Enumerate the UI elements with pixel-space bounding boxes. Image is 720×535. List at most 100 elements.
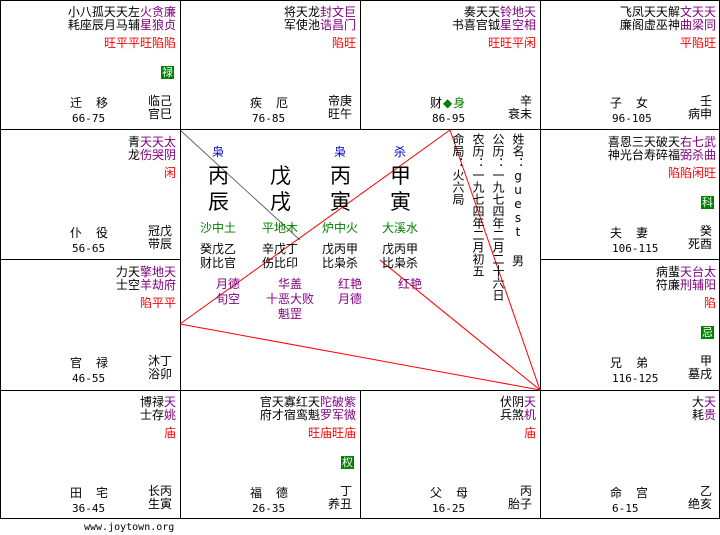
daxian-range: 66-75 bbox=[72, 112, 106, 125]
nayin-2: 炉中火 bbox=[322, 221, 359, 235]
star-char: 辅 bbox=[127, 18, 140, 32]
star-char: 封 bbox=[319, 5, 332, 19]
dizhi-1: 戌 bbox=[270, 190, 291, 214]
star-char: 才 bbox=[271, 408, 284, 422]
dizhi-2: 寅 bbox=[330, 190, 351, 214]
star-char: 右 bbox=[679, 135, 692, 149]
palace-name: 田 宅 bbox=[70, 486, 110, 500]
stars-row-a: 小八孤天天左火贪廉 bbox=[68, 6, 176, 19]
cangshen-1: 伤比印 bbox=[262, 256, 299, 270]
star-char: 文 bbox=[331, 5, 344, 19]
star-char: 将 bbox=[283, 5, 296, 19]
changsheng-gan: 乙 bbox=[699, 484, 712, 498]
sanfang-line-1 bbox=[179, 323, 541, 391]
stars-row-a: 将天龙封文巨 bbox=[284, 6, 356, 19]
stars-row-a: 伏阴天 bbox=[500, 396, 536, 409]
stars-row-a: 官天寡红天陀破紫 bbox=[260, 396, 356, 409]
nayin-0: 沙中土 bbox=[200, 221, 237, 235]
star-char: 星 bbox=[499, 18, 512, 32]
star-char: 恩 bbox=[619, 135, 632, 149]
brightness-row: 闲 bbox=[163, 166, 176, 180]
brightness-row: 平陷旺 bbox=[679, 36, 716, 50]
star-char: 贞 bbox=[163, 18, 176, 32]
info-info_col3: 公历：一九七四年二月二十六日 bbox=[491, 133, 505, 301]
star-char: 官 bbox=[475, 18, 488, 32]
daxian-range: 96-105 bbox=[612, 112, 652, 125]
palace-name: 子 女 bbox=[610, 96, 650, 110]
star-char: 天 bbox=[643, 135, 656, 149]
stars-row-a: 奏天天铃地天 bbox=[464, 6, 536, 19]
star-char: 天 bbox=[523, 5, 536, 19]
info-info_col4: 姓名：guest bbox=[511, 133, 525, 239]
star-char: 天 bbox=[655, 5, 668, 19]
stars-row-b: 符廉刑辅阳 bbox=[656, 279, 716, 292]
dizhi-0: 辰 bbox=[208, 190, 229, 214]
tiangan-3: 甲 bbox=[390, 164, 411, 188]
star-char: 三 bbox=[631, 135, 644, 149]
canggan-1: 辛戊丁 bbox=[262, 242, 299, 256]
star-char: 廉 bbox=[163, 5, 176, 19]
star-char: 辅 bbox=[691, 278, 704, 292]
stars-row-a: 青天天太 bbox=[128, 136, 176, 149]
star-char: 巫 bbox=[655, 18, 668, 32]
star-char: 七 bbox=[691, 135, 704, 149]
tiangan-1: 戊 bbox=[270, 164, 291, 188]
star-char: 微 bbox=[343, 408, 356, 422]
star-char: 马 bbox=[115, 18, 128, 32]
star-char: 碎 bbox=[655, 148, 668, 162]
stars-row-b: 兵煞机 bbox=[500, 409, 536, 422]
changsheng-gan: 丙 bbox=[519, 484, 532, 498]
nayin-1: 平地木 bbox=[262, 221, 299, 235]
star-char: 孤 bbox=[91, 5, 104, 19]
changsheng-zhi: 带辰 bbox=[147, 237, 172, 251]
changsheng-gan: 沐丁 bbox=[147, 354, 172, 368]
star-char: 天 bbox=[487, 5, 500, 19]
shensha-0-2: 红艳 bbox=[338, 277, 363, 291]
palace-name: 命 宫 bbox=[610, 486, 650, 500]
stars-row-a: 大天 bbox=[692, 396, 716, 409]
stars-row-b: 神光台寿碎福弼杀曲 bbox=[608, 149, 716, 162]
daxian-range: 116-125 bbox=[612, 372, 659, 385]
shensha-1-0: 旬空 bbox=[216, 292, 241, 306]
star-char: 左 bbox=[127, 5, 140, 19]
shishen-2: 枭 bbox=[334, 145, 347, 159]
star-char: 耗 bbox=[67, 18, 80, 32]
daxian-range: 26-35 bbox=[252, 502, 286, 515]
shensha-0-3: 红艳 bbox=[398, 277, 423, 291]
changsheng-zhi: 绝亥 bbox=[687, 497, 712, 511]
star-char: 贵 bbox=[703, 408, 716, 422]
star-char: 八 bbox=[79, 5, 92, 19]
stars-row-a: 博禄天 bbox=[140, 396, 176, 409]
info-info_col1: 命局：火六局 bbox=[451, 133, 465, 205]
star-char: 天 bbox=[667, 135, 680, 149]
stars-row-a: 力天擎地天 bbox=[116, 266, 176, 279]
changsheng-zhi: 旺午 bbox=[327, 107, 352, 121]
star-char: 魁 bbox=[307, 408, 320, 422]
star-char: 天 bbox=[103, 5, 116, 19]
star-char: 红 bbox=[295, 395, 308, 409]
star-char: 杀 bbox=[691, 148, 704, 162]
star-char: 力 bbox=[115, 265, 128, 279]
changsheng-zhi: 衰未 bbox=[507, 107, 532, 121]
star-char: 军 bbox=[283, 18, 296, 32]
star-char: 阳 bbox=[703, 278, 716, 292]
star-char: 紫 bbox=[343, 395, 356, 409]
stars-row-b: 耗座辰月马辅星狼贞 bbox=[68, 19, 176, 32]
star-char: 台 bbox=[691, 265, 704, 279]
changsheng-gan: 壬 bbox=[699, 94, 712, 108]
star-char: 奏 bbox=[463, 5, 476, 19]
star-char: 劫 bbox=[151, 278, 164, 292]
star-char: 喜 bbox=[607, 135, 620, 149]
brightness-row: 陷旺 bbox=[331, 36, 356, 50]
sihua-badge: 科 bbox=[701, 196, 714, 209]
star-char: 天 bbox=[703, 5, 716, 19]
star-char: 飞 bbox=[619, 5, 632, 19]
star-char: 池 bbox=[307, 18, 320, 32]
palace-name: 福 德 bbox=[250, 486, 290, 500]
